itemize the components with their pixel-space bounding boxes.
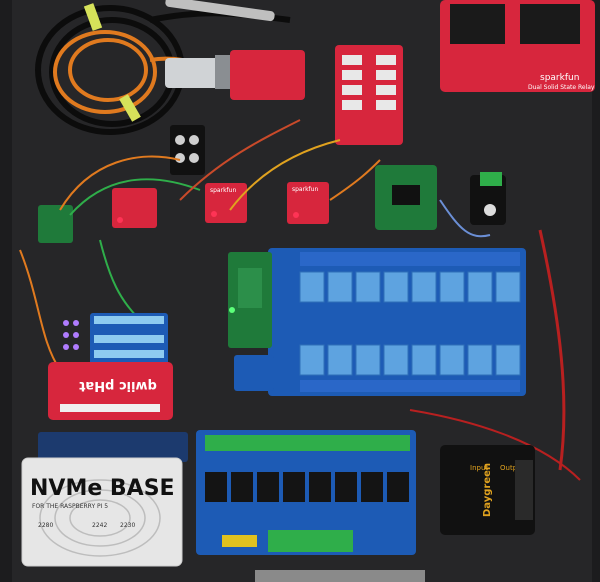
screw-terminal-block bbox=[170, 125, 205, 175]
relay-cubes-bottom-row bbox=[299, 344, 521, 376]
converter-input-label: Input bbox=[470, 464, 488, 472]
relay-input-terminal bbox=[268, 530, 353, 552]
solid-state-relay-1 bbox=[450, 4, 505, 44]
solid-state-relay-2 bbox=[520, 4, 580, 44]
raspberry-pi-hat-base bbox=[38, 432, 188, 462]
dc-dc-converter bbox=[440, 445, 535, 535]
nvme-base-pattern bbox=[39, 479, 161, 557]
relay-logic-section bbox=[234, 355, 274, 391]
nvme-base-subtitle: FOR THE RASPBERRY PI 5 bbox=[32, 503, 108, 510]
relay-blocks-bottom bbox=[205, 472, 409, 502]
nvme-base-board bbox=[21, 457, 183, 567]
qwiic-phat-label: qwiic pHat bbox=[79, 378, 157, 393]
eight-channel-relay-board bbox=[196, 430, 416, 555]
status-led bbox=[211, 211, 217, 217]
black-sensor-module bbox=[470, 175, 506, 225]
relay-cubes-top-row bbox=[299, 271, 521, 303]
interface-chip bbox=[392, 185, 420, 205]
temperature-probe bbox=[165, 0, 275, 22]
cable-tie bbox=[119, 94, 141, 122]
left-sensor-board bbox=[38, 205, 73, 243]
converter-terminals bbox=[515, 460, 533, 520]
ethernet-plug bbox=[165, 58, 220, 88]
wire-bundle bbox=[19, 119, 581, 481]
nvme-size-2280: 2280 bbox=[38, 522, 53, 529]
sensor-terminal bbox=[480, 172, 502, 186]
ethernet-breakout-board bbox=[230, 50, 305, 100]
nvme-base-title: NVMe BASE bbox=[30, 476, 175, 501]
sparkfun-relay-subtitle: Dual Solid State Relay bbox=[528, 84, 595, 91]
sparkfun-breakout-1 bbox=[112, 188, 157, 228]
led-array bbox=[63, 320, 79, 350]
nvme-size-2242: 2242 bbox=[92, 522, 107, 529]
power-led bbox=[229, 307, 235, 313]
converter-output-label: Output bbox=[500, 464, 525, 472]
breakout-2-brand: sparkfun bbox=[210, 187, 236, 194]
relay-terminals bbox=[300, 252, 520, 392]
converter-brand: Daygreen bbox=[482, 463, 493, 517]
bottom-bracket bbox=[255, 570, 425, 582]
status-led bbox=[117, 217, 123, 223]
relay-terminal-strip bbox=[205, 435, 410, 451]
breakout-3-brand: sparkfun bbox=[292, 186, 318, 193]
sparkfun-relay-brand: sparkfun bbox=[540, 73, 579, 83]
cable-tie bbox=[83, 3, 103, 31]
nvme-size-2230: 2230 bbox=[120, 522, 135, 529]
relay-jumper-header bbox=[222, 535, 257, 547]
terminal-block-column bbox=[342, 55, 396, 110]
status-led bbox=[293, 212, 299, 218]
